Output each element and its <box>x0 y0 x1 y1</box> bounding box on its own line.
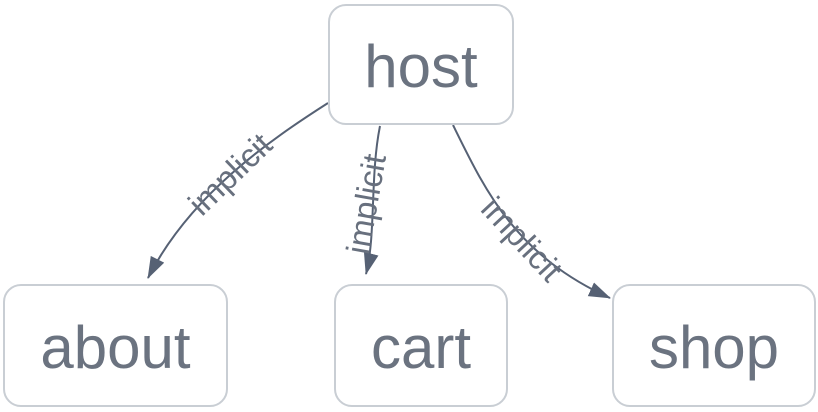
node-box-cart <box>334 284 508 407</box>
node-shop: shop <box>612 284 816 407</box>
edge-host-cart <box>363 125 381 275</box>
node-cart: cart <box>334 284 508 407</box>
node-box-shop <box>612 284 816 407</box>
edge-label-host-about: implicit <box>181 126 279 223</box>
node-box-host <box>328 4 514 125</box>
edge-label-host-shop: implicit <box>474 190 570 289</box>
edge-label-host-cart: implicit <box>339 151 393 257</box>
node-label-shop: shop <box>649 314 779 381</box>
edge-host-shop <box>452 124 611 299</box>
node-label-cart: cart <box>371 314 471 381</box>
node-label-host: host <box>364 33 478 100</box>
node-about: about <box>3 284 228 407</box>
node-host: host <box>328 4 514 125</box>
edge-host-about <box>147 102 329 279</box>
node-label-about: about <box>40 314 190 381</box>
node-box-about <box>3 284 228 407</box>
